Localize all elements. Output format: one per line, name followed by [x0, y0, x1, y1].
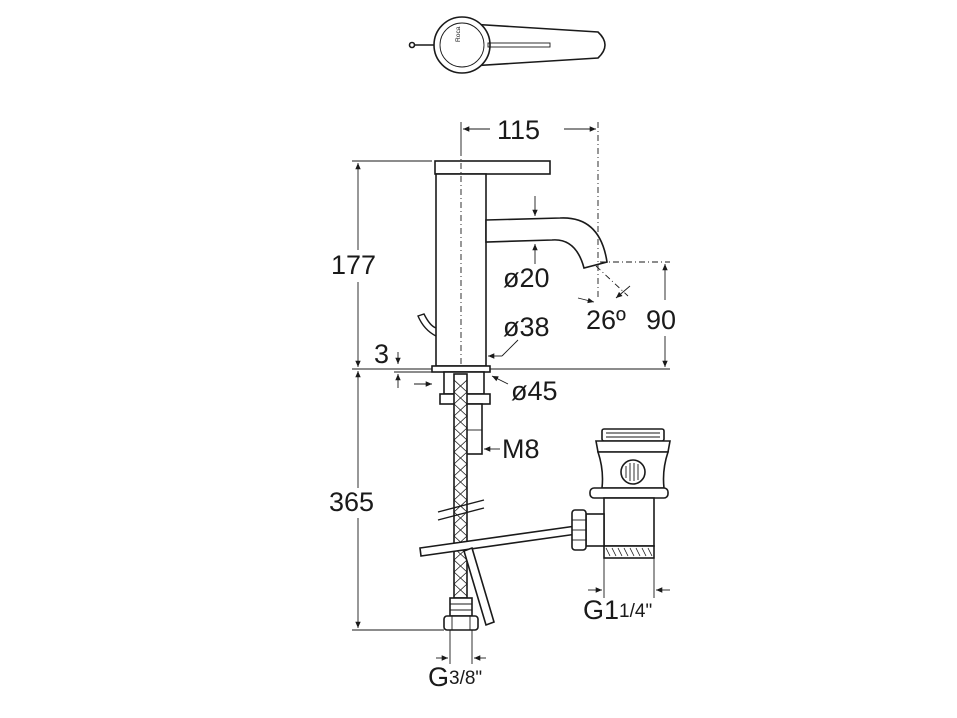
dim-threaded-rod: M8: [502, 434, 540, 464]
dim-waste-thread: G11/4": [583, 595, 652, 625]
dim-total-height: 177: [331, 250, 376, 280]
dim-base-diameter: ø45: [511, 376, 558, 406]
dimension-labels: 115 177 ø20 26º 90 ø38 3 ø45 M8 365 G11/…: [329, 115, 676, 692]
dim-supply-thread-main: G: [428, 662, 449, 692]
dimension-lines: [352, 122, 670, 664]
dim-body-diameter: ø38: [503, 312, 550, 342]
dim-spout-reach: 115: [497, 115, 540, 145]
dim-spout-diameter: ø20: [503, 263, 550, 293]
dim-supply-thread: G3/8": [428, 662, 482, 692]
waste-valve: [571, 428, 671, 559]
dim-waste-thread-main: G1: [583, 595, 619, 625]
dim-waste-thread-frac: 1/4": [619, 601, 652, 622]
top-view: Roca: [408, 16, 606, 74]
dim-supply-thread-frac: 3/8": [449, 668, 482, 689]
dim-hose-length: 365: [329, 487, 374, 517]
dim-spout-angle: 26º: [586, 305, 626, 335]
logo-roca: Roca: [455, 26, 462, 42]
dim-base-thickness: 3: [374, 339, 389, 369]
popup-rods: [419, 525, 578, 627]
dim-spout-height: 90: [646, 305, 676, 335]
faucet-body: [417, 150, 608, 455]
